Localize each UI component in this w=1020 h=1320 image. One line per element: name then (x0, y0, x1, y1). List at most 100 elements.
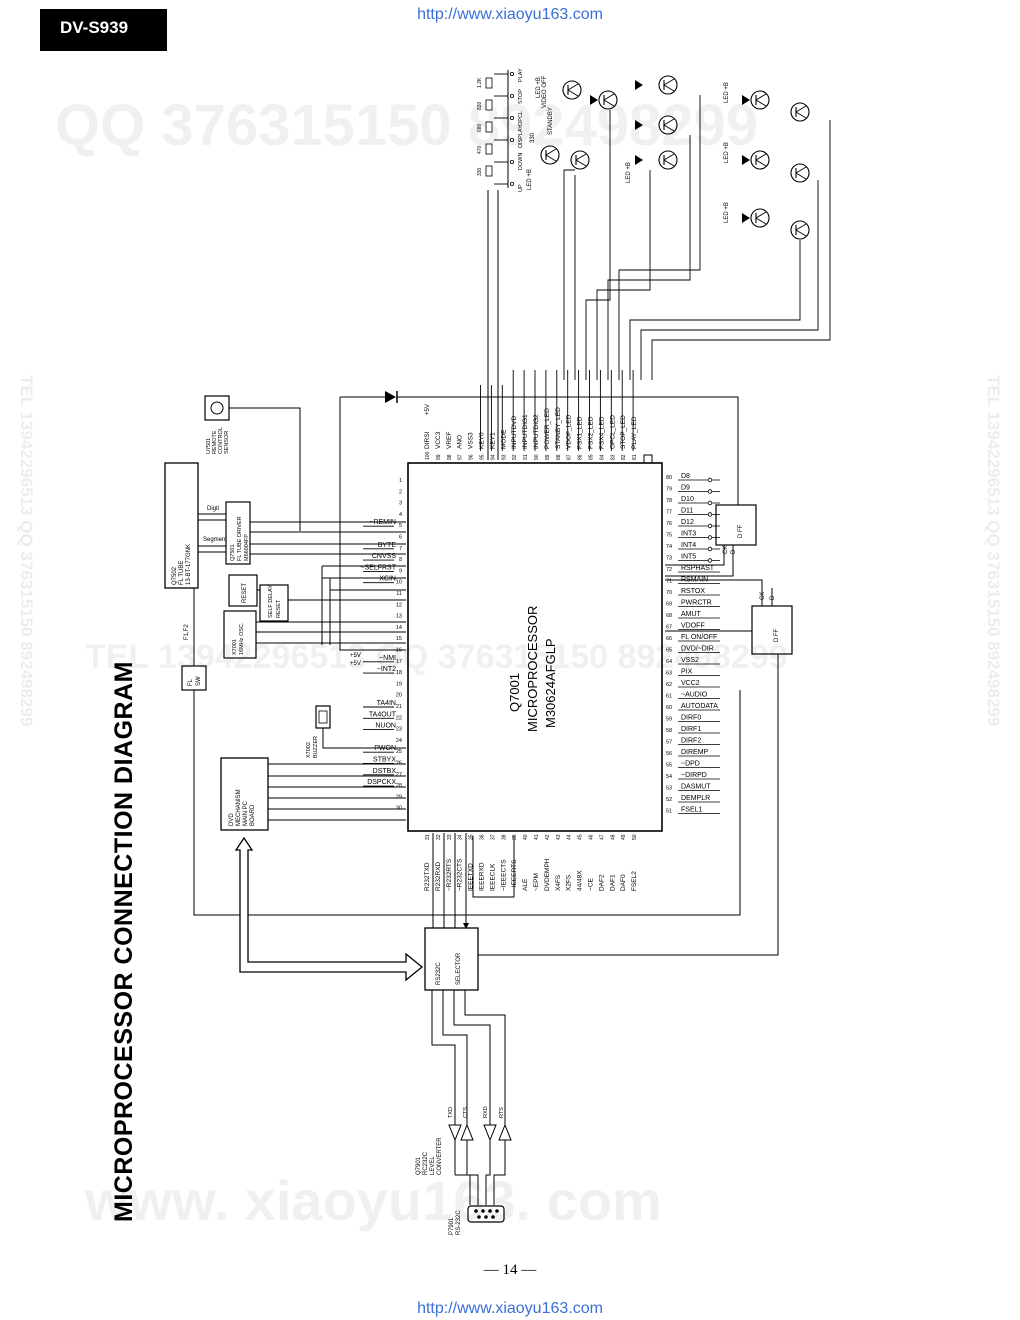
led-driver-transistor (658, 150, 678, 170)
pin-number: 71 (666, 579, 672, 585)
source-url-top[interactable]: http://www.xiaoyu163.com (417, 6, 603, 23)
pin-bottom-39: 39~IEEERTS (511, 834, 518, 891)
pin-label: D12 (681, 519, 694, 526)
pin-label: DVDEMPH (544, 858, 551, 891)
pin-label: ANO (457, 435, 464, 449)
led-b-label-c: LED +B (724, 142, 730, 163)
svg-text:CONTROL: CONTROL (218, 427, 224, 454)
pin-left-17: 17~NMI (363, 655, 402, 665)
dff-block-2: D FF CK D (478, 579, 793, 956)
pin-right-61: 61~AUDIO (666, 692, 720, 700)
pin-label: VDOF_LED (566, 414, 573, 449)
pin-label: ~INT2 (377, 666, 396, 673)
pin-label: CNVSS (372, 553, 396, 560)
fl-switch-block: FL SW F1,F2 (181, 588, 741, 916)
pin-label: STBYX (373, 757, 396, 764)
pin-number: 95 (480, 454, 486, 460)
pins-left: 12345~REMIN67BYTE8CNVSS9~SELFRST10XCIN11… (360, 478, 402, 812)
pin-number: 2 (399, 489, 402, 495)
pin-number: 38 (501, 834, 507, 840)
pin-number: 31 (425, 834, 431, 840)
svg-text:SELF DELAY: SELF DELAY (268, 585, 274, 618)
led-b-label-d: LED +B (724, 202, 730, 223)
pin-bottom-41: 41~EPM (533, 834, 540, 891)
pin-number: 14 (396, 625, 402, 631)
pin-number: 51 (666, 809, 672, 815)
pin-number: 96 (469, 454, 475, 460)
pin-label: PWRCTR (681, 600, 712, 607)
pin-label: R232TXD (424, 862, 431, 891)
pin-label: IEEECLK (489, 863, 496, 891)
svg-text:SW: SW (196, 676, 202, 686)
pin-label: ~IEEERTS (511, 859, 518, 891)
pin-bottom-38: 38~IEEECTS (500, 834, 507, 891)
key-label: OPCL (518, 111, 524, 126)
pin-number: 32 (436, 834, 442, 840)
led-diode (742, 213, 750, 223)
ic-part: M30624AFGLP (543, 638, 558, 728)
svg-text:RS-232C: RS-232C (456, 1210, 462, 1235)
led-drive-wires (563, 95, 831, 380)
svg-text:MAIN PC: MAIN PC (243, 800, 249, 826)
pin-left-20: 20 (396, 693, 402, 699)
pin-left-5: 5~REMIN (363, 519, 402, 529)
pin-label: INPUTDVD (511, 415, 518, 449)
pin-label: ~R232RTS (446, 858, 453, 891)
pin-label: 44/48X (577, 870, 584, 891)
pin-number: 89 (545, 454, 551, 460)
pin-number: 80 (666, 475, 672, 481)
pin-label: KEY1 (489, 432, 496, 449)
pin-label: TA4IN (377, 700, 396, 707)
pin-number: 4 (399, 512, 402, 518)
led-driver-transistor (750, 90, 770, 110)
svg-text:TXD: TXD (448, 1107, 454, 1118)
pin-left-24: 24 (396, 738, 402, 744)
svg-text:LEVEL: LEVEL (430, 1156, 436, 1175)
pin-label: D9 (681, 485, 690, 492)
svg-text:Q7502: Q7502 (172, 566, 178, 585)
led-driver-transistor (658, 75, 678, 95)
self-delay-reset-block: SELF DELAY RESET (257, 584, 406, 622)
pin-label: ~CE (588, 878, 595, 891)
pin-label: PIX (681, 669, 693, 676)
resistor-value: 680 (477, 123, 483, 132)
pin-number: 67 (666, 625, 672, 631)
svg-text:D FF: D FF (774, 628, 780, 642)
source-url-bottom[interactable]: http://www.xiaoyu163.com (417, 1300, 603, 1317)
svg-text:SELECTOR: SELECTOR (456, 952, 462, 985)
pin-number: 75 (666, 533, 672, 539)
key-contact (509, 72, 514, 77)
svg-text:RXD: RXD (483, 1106, 489, 1118)
pin-label: FSX4_LED (598, 416, 605, 449)
pin-label: VCC2 (681, 680, 700, 687)
resistor-value: 1.2K (477, 77, 483, 88)
pin-label: INT5 (681, 554, 696, 561)
pin-left-1: 1 (399, 478, 402, 484)
pin-number: 90 (534, 454, 540, 460)
pin-number: 5 (399, 523, 402, 529)
pin-number: 28 (396, 783, 402, 789)
svg-text:M66004FP: M66004FP (244, 534, 250, 561)
pin-label: FL ON/OFF (681, 634, 717, 641)
svg-text:FL TUBE DRIVER: FL TUBE DRIVER (237, 516, 243, 561)
pin-label: X4FS (555, 874, 562, 891)
rs232c-connector: P7901 RS-232C (449, 1205, 505, 1235)
pin-number: 59 (666, 717, 672, 723)
pin-number: 27 (396, 772, 402, 778)
pin-number: 22 (396, 715, 402, 721)
